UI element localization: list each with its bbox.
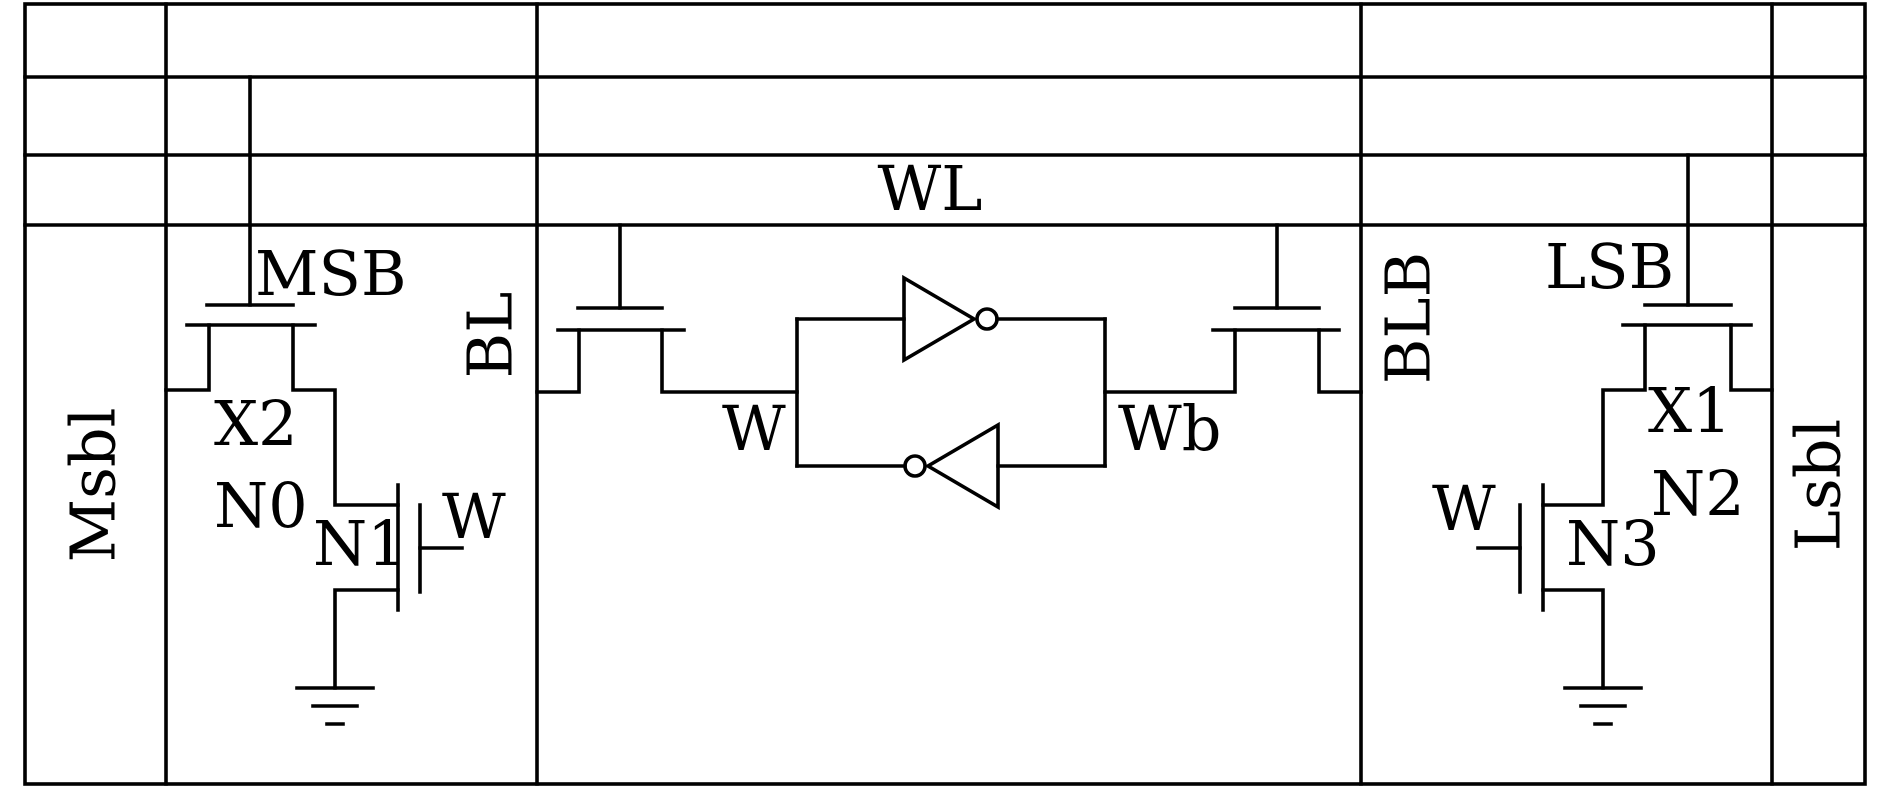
bl-source-wire — [535, 328, 581, 394]
n1-label: N1 — [313, 507, 407, 580]
wb-node-label: Wb — [1118, 392, 1221, 465]
blb-drain-to-wb — [1103, 328, 1237, 394]
msbl-label: Msbl — [57, 408, 130, 563]
w-gate-label-left: W — [442, 480, 506, 553]
blb-source-wire — [1317, 328, 1363, 394]
n3-label: N3 — [1566, 507, 1660, 580]
lsb-label: LSB — [1545, 230, 1674, 303]
bl-access-transistor — [535, 223, 799, 394]
outer-border — [23, 2, 1867, 786]
n2-label: N2 — [1651, 457, 1745, 530]
x2-label: X2 — [214, 387, 298, 460]
n3-source-wire — [1541, 588, 1605, 690]
msb-access-transistor — [164, 75, 400, 507]
msb-drain-to-n1 — [291, 323, 400, 507]
bl-label: BL — [454, 292, 527, 379]
msb-label: MSB — [255, 237, 407, 310]
top-inverter-bubble — [975, 307, 999, 331]
w-gate-label-right: W — [1432, 472, 1496, 545]
grid-frame — [23, 2, 1867, 786]
top-inverter-triangle — [902, 274, 978, 364]
lsb-source-to-lsbl — [1729, 323, 1774, 392]
lsbl-label: Lsbl — [1782, 419, 1855, 552]
n1-source-wire — [333, 588, 400, 690]
labels: Msbl Lsbl BL BLB WL MSB LSB X2 N0 N1 W W… — [57, 152, 1855, 580]
n1-transistor — [295, 483, 464, 726]
bottom-inverter-triangle — [924, 421, 1000, 511]
lsb-drain-to-n3 — [1541, 323, 1647, 507]
n0-label: N0 — [214, 469, 308, 542]
w-node-label: W — [722, 392, 786, 465]
lsb-access-transistor — [1541, 153, 1774, 507]
cross-coupled-inverters — [795, 274, 1107, 511]
n3-transistor — [1476, 483, 1643, 726]
msb-source-to-msbl — [164, 323, 211, 392]
blb-access-transistor — [1103, 223, 1363, 394]
wl-label: WL — [878, 152, 983, 225]
blb-label: BLB — [1372, 252, 1445, 384]
x1-label: X1 — [1648, 374, 1732, 447]
bottom-inverter-bubble — [903, 454, 927, 478]
bl-drain-to-w — [660, 328, 799, 394]
